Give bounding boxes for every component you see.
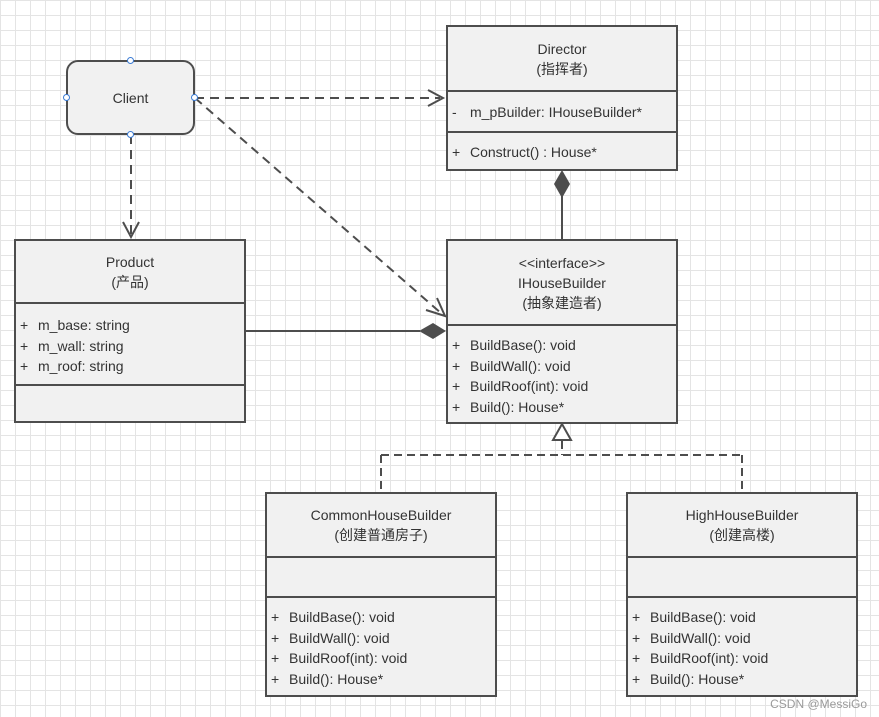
method-text: BuildRoof(int): void: [470, 378, 589, 394]
highhousebuilder-name: HighHouseBuilder: [685, 507, 799, 523]
visibility-marker: +: [271, 670, 280, 687]
method-text: BuildRoof(int): void: [650, 650, 769, 666]
method-text: BuildWall(): void: [470, 357, 571, 374]
attribute-text: m_base: string: [38, 317, 130, 333]
visibility-marker: +: [452, 337, 461, 353]
visibility-marker: +: [632, 650, 641, 666]
visibility-marker: +: [271, 629, 280, 646]
watermark: CSDN @MessiGo: [770, 697, 867, 711]
method-text: Build(): House*: [650, 670, 745, 687]
method-text: Build(): House*: [289, 670, 384, 687]
selection-handle-right[interactable]: [191, 94, 198, 101]
method-text: BuildBase(): void: [650, 609, 756, 625]
visibility-marker: +: [20, 337, 29, 354]
dependency-arrowhead-ihousebuilder: [425, 297, 447, 318]
realization-triangle: [551, 421, 573, 441]
dependency-client-ihousebuilder: [194, 97, 443, 315]
composition-diamond-ihousebuilder: [419, 323, 446, 339]
method-row: + BuildBase(): void: [267, 607, 495, 628]
highhousebuilder-methods: + BuildBase(): void + BuildWall(): void …: [628, 596, 856, 689]
visibility-marker: +: [452, 144, 461, 160]
visibility-marker: +: [20, 358, 29, 374]
dependency-arrowhead-product: [122, 221, 140, 240]
visibility-marker: +: [632, 670, 641, 687]
method-row: + Construct() : House*: [448, 142, 676, 163]
attribute-text: m_pBuilder: IHouseBuilder*: [470, 104, 642, 120]
ihousebuilder-methods: + BuildBase(): void + BuildWall(): void …: [448, 324, 676, 417]
commonhousebuilder-methods: + BuildBase(): void + BuildWall(): void …: [267, 596, 495, 689]
method-row: + Build(): House*: [448, 397, 676, 418]
visibility-marker: +: [632, 629, 641, 646]
ihousebuilder-name: IHouseBuilder: [518, 274, 606, 291]
attribute-row: + m_wall: string: [16, 336, 244, 357]
attribute-text: m_wall: string: [38, 337, 124, 354]
product-attributes: + m_base: string + m_wall: string + m_ro…: [16, 302, 244, 384]
visibility-marker: +: [452, 398, 461, 415]
product-methods: [16, 384, 244, 386]
director-class[interactable]: Director (指挥者) - m_pBuilder: IHouseBuild…: [446, 25, 678, 171]
visibility-marker: +: [632, 609, 641, 625]
method-text: Build(): House*: [470, 398, 565, 415]
commonhousebuilder-class[interactable]: CommonHouseBuilder (创建普通房子) + BuildBase(…: [265, 492, 497, 697]
selection-handle-top[interactable]: [127, 57, 134, 64]
attribute-text: m_roof: string: [38, 358, 124, 374]
ihousebuilder-header: <<interface>> IHouseBuilder (抽象建造者): [448, 241, 676, 324]
visibility-marker: +: [452, 357, 461, 374]
ihousebuilder-interface[interactable]: <<interface>> IHouseBuilder (抽象建造者) + Bu…: [446, 239, 678, 424]
method-row: + BuildRoof(int): void: [628, 648, 856, 669]
method-text: BuildRoof(int): void: [289, 650, 408, 666]
highhousebuilder-header: HighHouseBuilder (创建高楼): [628, 494, 856, 556]
highhousebuilder-class[interactable]: HighHouseBuilder (创建高楼) + BuildBase(): v…: [626, 492, 858, 697]
method-text: BuildWall(): void: [289, 629, 390, 646]
product-header: Product (产品): [16, 241, 244, 302]
client-node[interactable]: Client: [66, 60, 195, 135]
ihousebuilder-stereotype: <<interface>>: [518, 254, 606, 271]
method-text: BuildWall(): void: [650, 629, 751, 646]
method-row: + BuildBase(): void: [628, 607, 856, 628]
attribute-row: + m_roof: string: [16, 356, 244, 377]
highhousebuilder-subtitle: (创建高楼): [709, 527, 775, 543]
method-text: BuildBase(): void: [470, 337, 576, 353]
commonhousebuilder-attributes: [267, 556, 495, 596]
director-header: Director (指挥者): [448, 27, 676, 90]
visibility-marker: +: [271, 609, 280, 625]
product-subtitle: (产品): [111, 273, 149, 290]
method-row: + BuildRoof(int): void: [267, 648, 495, 669]
selection-handle-left[interactable]: [63, 94, 70, 101]
method-row: + BuildRoof(int): void: [448, 376, 676, 397]
product-class[interactable]: Product (产品) + m_base: string + m_wall: …: [14, 239, 246, 423]
attribute-row: - m_pBuilder: IHouseBuilder*: [448, 102, 676, 123]
director-methods: + Construct() : House*: [448, 131, 676, 163]
product-name: Product: [105, 253, 155, 270]
visibility-marker: -: [452, 104, 457, 120]
director-subtitle: (指挥者): [536, 60, 588, 77]
visibility-marker: +: [452, 378, 461, 394]
method-row: + BuildWall(): void: [448, 356, 676, 377]
composition-diamond-director: [554, 170, 570, 198]
visibility-marker: +: [271, 650, 280, 666]
commonhousebuilder-subtitle: (创建普通房子): [334, 527, 428, 543]
method-text: Construct() : House*: [470, 144, 597, 160]
method-row: + Build(): House*: [628, 669, 856, 690]
ihousebuilder-subtitle: (抽象建造者): [522, 294, 602, 311]
commonhousebuilder-header: CommonHouseBuilder (创建普通房子): [267, 494, 495, 556]
method-row: + Build(): House*: [267, 669, 495, 690]
attribute-row: + m_base: string: [16, 315, 244, 336]
method-text: BuildBase(): void: [289, 609, 395, 625]
selection-handle-bottom[interactable]: [127, 131, 134, 138]
commonhousebuilder-name: CommonHouseBuilder: [310, 507, 452, 523]
client-label: Client: [112, 89, 149, 106]
method-row: + BuildBase(): void: [448, 335, 676, 356]
method-row: + BuildWall(): void: [628, 628, 856, 649]
highhousebuilder-attributes: [628, 556, 856, 596]
dependency-arrowhead-director: [427, 89, 446, 107]
method-row: + BuildWall(): void: [267, 628, 495, 649]
director-name: Director: [537, 40, 587, 57]
director-attributes: - m_pBuilder: IHouseBuilder*: [448, 90, 676, 131]
visibility-marker: +: [20, 317, 29, 333]
